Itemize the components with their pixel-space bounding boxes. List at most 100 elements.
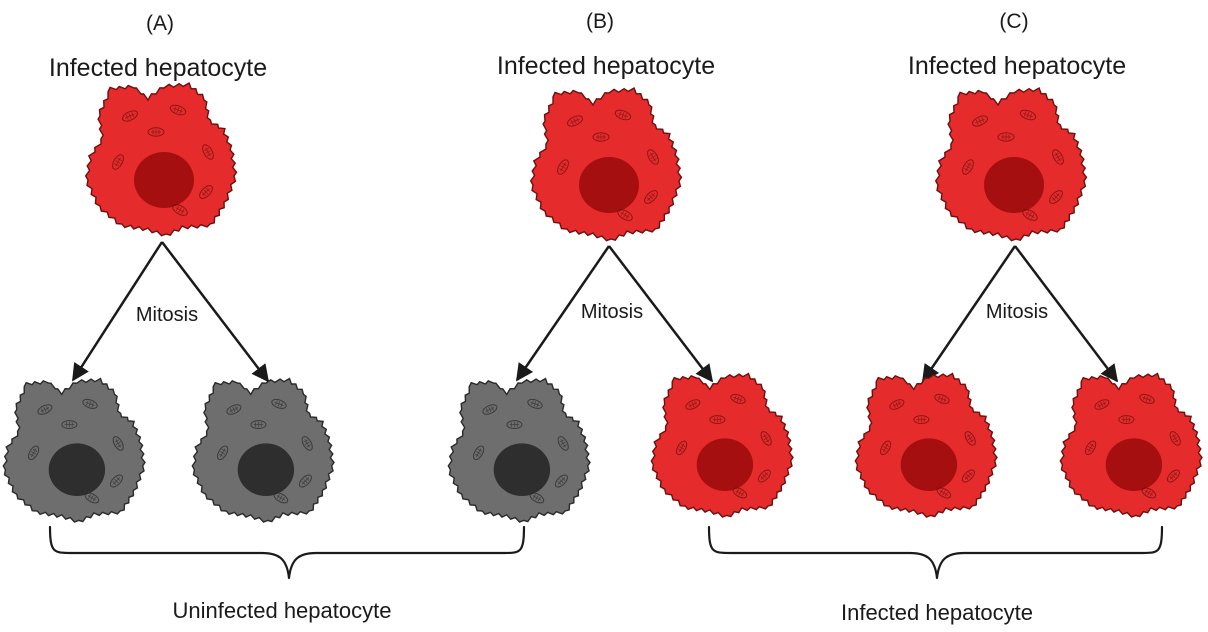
panel-b-daughter-left-mitochondrion	[473, 445, 485, 461]
panel-c-daughter-left	[854, 372, 998, 518]
panel-c-parent-cell	[934, 86, 1088, 242]
panel-a-daughter-left-nucleus	[48, 443, 106, 496]
panel-c-parent-cell-mitochondrion	[1022, 209, 1038, 221]
panel-c-parent-cell-mitochondrion	[1052, 149, 1064, 165]
panel-a-parent-cell-mitochondrion	[147, 127, 165, 137]
panel-c-parent-cell-mitochondrion	[997, 132, 1015, 142]
panel-b-parent-cell	[529, 86, 683, 242]
panel-a-parent-cell-mitochondrion	[172, 204, 188, 216]
panel-c-letter: (C)	[999, 10, 1028, 33]
panel-c-arrow-left	[921, 245, 1017, 383]
panel-a-daughter-right-mitochondrion	[271, 398, 287, 409]
panel-a-daughter-left-mitochondrion	[61, 420, 78, 430]
panel-c-mitosis-label: Mitosis	[986, 301, 1048, 323]
panel-a-arrow-left	[71, 241, 164, 382]
panel-b-daughter-left-mitochondrion	[529, 492, 545, 504]
panel-a-parent-label: Infected hepatocyte	[49, 54, 267, 82]
panel-b-daughter-left	[447, 377, 591, 523]
panel-c-parent-label: Infected hepatocyte	[908, 52, 1126, 80]
panel-c-daughter-left-mitochondrion	[961, 469, 975, 483]
panel-b-daughter-left-mitochondrion	[482, 404, 498, 415]
panel-a-daughter-right-mitochondrion	[250, 420, 267, 430]
panel-a-letter: (A)	[146, 12, 174, 35]
panel-b-parent-cell-mitochondrion	[567, 115, 583, 127]
panel-c: (C) Infected hepatocyte Mitosis	[854, 10, 1203, 518]
panel-b-daughter-left-mitochondrion	[557, 436, 569, 451]
panel-b-parent-cell-mitochondrion	[617, 209, 633, 221]
panel-c-daughter-right	[1059, 372, 1203, 518]
panel-c-daughter-left-mitochondrion	[889, 399, 905, 410]
panel-c-daughter-left-mitochondrion	[880, 440, 892, 456]
panel-b-parent-cell-mitochondrion	[647, 149, 659, 165]
panel-c-parent-cell-nucleus	[984, 157, 1044, 213]
panel-b-daughter-right	[650, 372, 794, 518]
panel-b-parent-cell-mitochondrion	[614, 109, 632, 121]
panel-a-daughter-right-nucleus	[237, 443, 295, 496]
panel-b-parent-cell-mitochondrion	[592, 132, 610, 142]
panel-b-parent-cell-mitochondrion	[557, 159, 569, 175]
panel-a-daughter-right	[191, 377, 335, 523]
panel-b-letter: (B)	[586, 10, 614, 33]
uninfected-group-label: Uninfected hepatocyte	[173, 598, 392, 623]
uninfected-group-brace	[48, 525, 526, 580]
panel-b-arrow-right	[608, 245, 714, 383]
panel-c-daughter-right-mitochondrion	[1085, 440, 1097, 456]
panel-c-daughter-right-mitochondrion	[1166, 469, 1180, 483]
panel-a-parent-cell-nucleus	[134, 152, 194, 208]
panel-c-daughter-right-mitochondrion	[1139, 393, 1155, 404]
panel-b-daughter-right-mitochondrion	[730, 393, 746, 404]
panel-c-parent-cell-mitochondrion	[962, 159, 974, 175]
panel-a-daughter-left-mitochondrion	[84, 492, 100, 504]
panel-b-daughter-left-nucleus	[493, 443, 551, 496]
panel-a-daughter-right-mitochondrion	[217, 445, 229, 461]
panel-b-daughter-left-mitochondrion	[506, 420, 523, 430]
panel-b: (B) Infected hepatocyte Mitosis	[447, 10, 794, 523]
panel-b-arrow-left	[515, 245, 611, 382]
panel-a-parent-cell-mitochondrion	[122, 110, 138, 122]
panel-b-parent-cell-nucleus	[579, 157, 639, 213]
panel-b-daughter-right-nucleus	[696, 438, 754, 491]
panel-c-parent-cell-mitochondrion	[972, 115, 988, 127]
panel-c-daughter-right-nucleus	[1105, 438, 1163, 491]
panel-a-parent-cell	[84, 81, 238, 237]
panel-a: (A) Infected hepatocyte Mitosis	[2, 12, 335, 523]
panel-b-parent-cell-mitochondrion	[644, 190, 658, 204]
panel-a-daughter-right-mitochondrion	[226, 404, 242, 415]
panel-a-daughter-right-mitochondrion	[273, 492, 289, 504]
panel-c-daughter-left-mitochondrion	[936, 487, 952, 499]
panel-a-daughter-left-mitochondrion	[28, 445, 40, 461]
infected-group-label: Infected hepatocyte	[841, 600, 1033, 625]
panel-a-parent-cell-mitochondrion	[112, 154, 124, 170]
panel-c-parent-cell-mitochondrion	[1019, 109, 1037, 121]
panel-b-daughter-right-mitochondrion	[760, 431, 772, 446]
panel-a-daughter-left-mitochondrion	[112, 436, 124, 451]
panel-a-daughter-right-mitochondrion	[298, 474, 312, 488]
panel-c-daughter-left-mitochondrion	[964, 431, 976, 446]
panel-a-parent-cell-mitochondrion	[199, 185, 213, 199]
panel-b-daughter-right-mitochondrion	[732, 487, 748, 499]
panel-c-daughter-right-mitochondrion	[1094, 399, 1110, 410]
panel-a-parent-cell-mitochondrion	[202, 144, 214, 160]
panel-b-daughter-right-mitochondrion	[676, 440, 688, 456]
panel-b-daughter-right-mitochondrion	[757, 469, 771, 483]
panel-a-daughter-left-mitochondrion	[82, 398, 98, 409]
panel-b-daughter-right-mitochondrion	[685, 399, 701, 410]
panel-a-daughter-right-mitochondrion	[301, 436, 313, 451]
panel-b-daughter-left-mitochondrion	[554, 474, 568, 488]
panel-c-daughter-right-mitochondrion	[1141, 487, 1157, 499]
panel-a-daughter-left	[2, 377, 146, 523]
panel-c-parent-cell-mitochondrion	[1049, 190, 1063, 204]
panel-c-daughter-left-mitochondrion	[913, 415, 930, 425]
panel-c-daughter-right-mitochondrion	[1118, 415, 1135, 425]
panel-b-daughter-right-mitochondrion	[709, 415, 726, 425]
infected-group-brace	[707, 525, 1164, 580]
panel-b-daughter-left-mitochondrion	[527, 398, 543, 409]
panel-b-parent-label: Infected hepatocyte	[497, 52, 715, 80]
panel-b-mitosis-label: Mitosis	[581, 301, 643, 323]
panel-a-mitosis-label: Mitosis	[136, 304, 198, 326]
panel-c-arrow-right	[1014, 245, 1119, 383]
panel-a-arrow-right	[161, 241, 270, 383]
panel-a-parent-cell-mitochondrion	[169, 104, 187, 116]
panel-c-daughter-right-mitochondrion	[1169, 431, 1181, 446]
